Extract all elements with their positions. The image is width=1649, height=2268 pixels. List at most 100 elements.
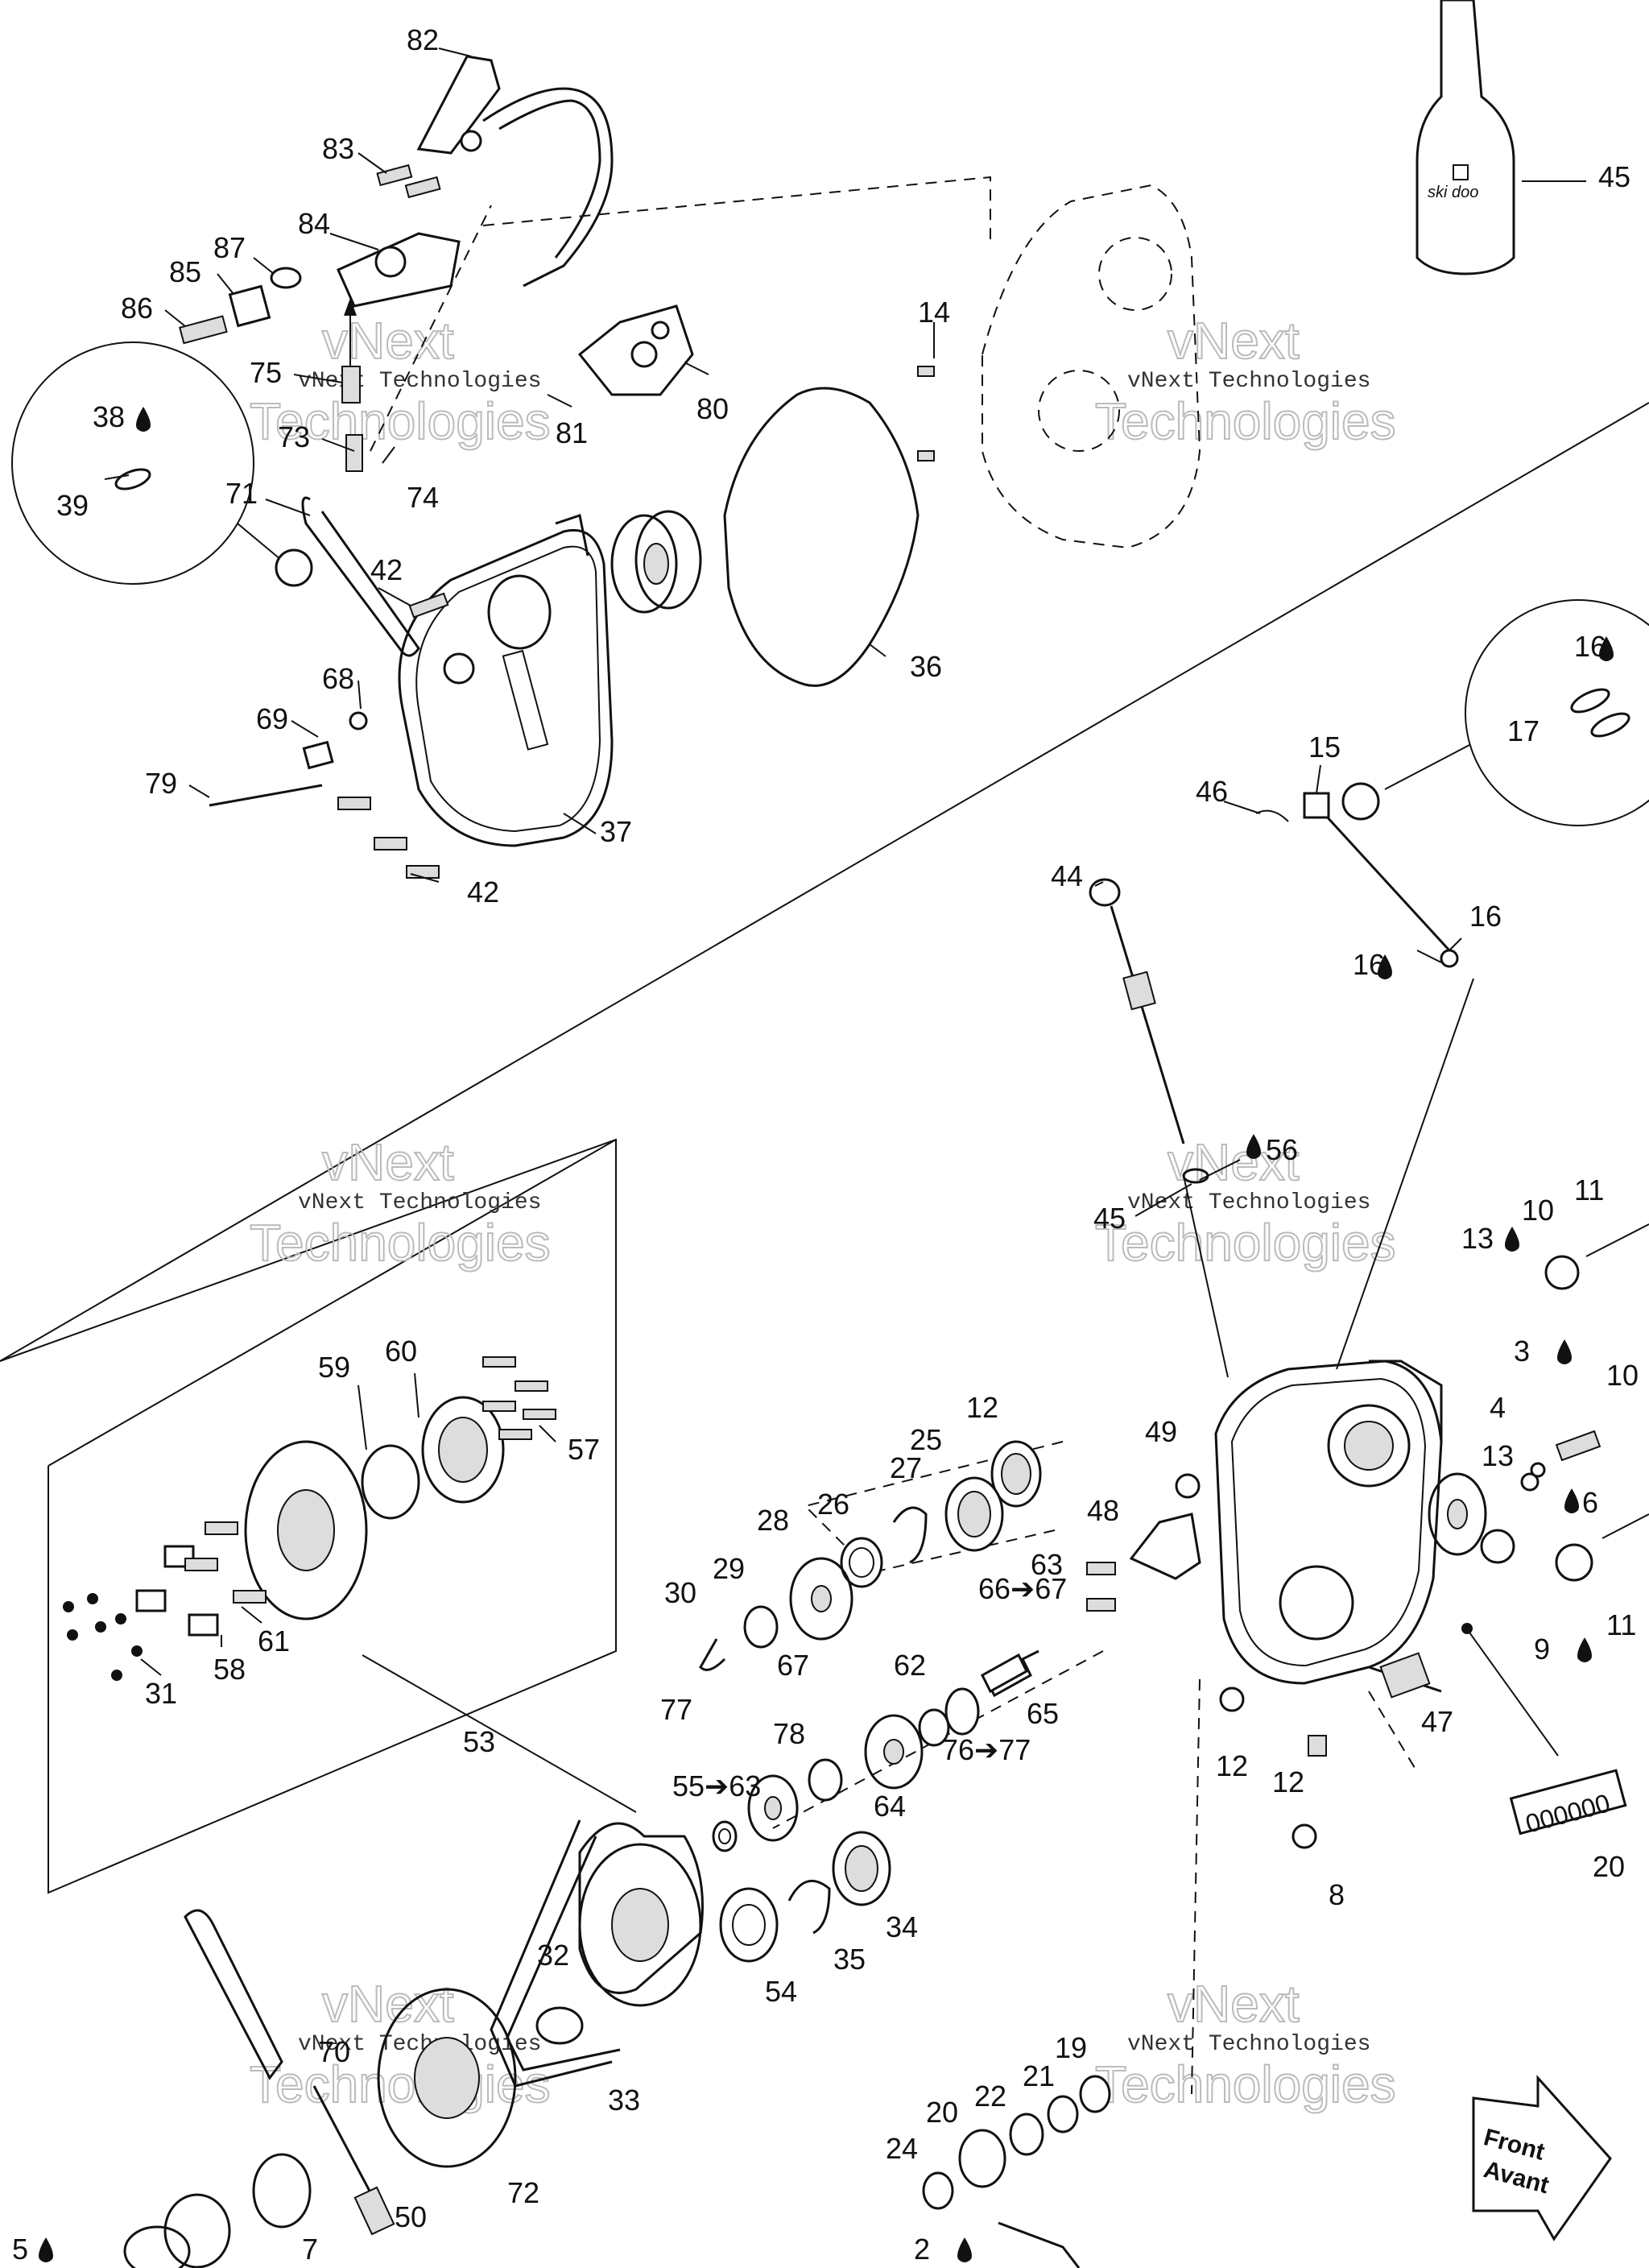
svg-text:Technologies: Technologies: [250, 2055, 551, 2113]
chaincase-housing-dashed: [982, 184, 1201, 549]
callout-31: 30: [664, 1576, 696, 1609]
callout-34: 35: [833, 1943, 866, 1976]
callout-22: 20: [926, 2096, 958, 2129]
callout-4: 13: [1482, 1439, 1514, 1472]
watermark-top-right: vNext Technologies vNext Technologies: [1094, 311, 1397, 451]
callout-16b: 16: [1469, 900, 1502, 933]
watermark-bottom-right: vNext Technologies vNext Technologies: [1094, 1974, 1397, 2114]
callout-74: 74: [407, 481, 439, 514]
callout-49: 48: [1087, 1494, 1119, 1527]
callout-62: 65: [1027, 1697, 1059, 1730]
callout-8: 20: [1593, 1850, 1625, 1883]
svg-text:vNext: vNext: [1168, 312, 1300, 370]
dipstick: [1089, 878, 1209, 1184]
callout-46: 46: [1196, 775, 1228, 808]
svg-text:vNext: vNext: [1168, 1975, 1300, 2033]
front-arrow: Front Avant: [1472, 2075, 1612, 2241]
callout-45-drop: 56: [1246, 1133, 1298, 1166]
brake-pedal: [416, 55, 614, 288]
callout-77: 78: [773, 1717, 805, 1750]
callout-64: 55➔63: [672, 1769, 761, 1802]
watermark-mid-left: vNext Technologies vNext Technologies: [249, 1132, 552, 1273]
callout-24-drop: 2: [914, 2233, 972, 2266]
sprocket-right: [1428, 1472, 1487, 1556]
leader-lines: [104, 48, 1586, 1676]
sprocket-upper: [610, 510, 702, 614]
callout-58: 61: [258, 1624, 290, 1658]
callout-3: 10: [1606, 1359, 1639, 1392]
svg-text:Technologies: Technologies: [250, 392, 551, 450]
callout-16-drop-top: 16: [1574, 630, 1614, 663]
callout-38-drop: 38: [93, 400, 151, 433]
mount-nuts: [1175, 1473, 1431, 1849]
callout-71: 71: [225, 477, 258, 510]
svg-text:5: 5: [12, 2233, 28, 2266]
callout-59: 60: [385, 1335, 417, 1368]
callout-83: 83: [322, 132, 354, 165]
callout-36: 36: [910, 650, 942, 683]
gear-stack-lower: [712, 1687, 980, 1852]
callout-10b: 4: [1490, 1391, 1506, 1424]
callout-13-drop-a: 3: [1514, 1335, 1572, 1368]
watermark-mid-right: vNext Technologies vNext Technologies: [1094, 1132, 1397, 1273]
callout-50: 7: [302, 2233, 318, 2266]
gasket-chain: 000000: [1461, 1623, 1627, 1839]
callout-37: 37: [600, 815, 632, 848]
callout-35: 32: [537, 1939, 569, 1972]
callout-87: 87: [213, 231, 246, 264]
callout-85: 85: [169, 255, 201, 288]
callout-63: 66➔67: [978, 1572, 1067, 1605]
callout-82: 82: [407, 23, 439, 56]
callout-81: 81: [556, 416, 588, 449]
callout-43: 44: [1051, 859, 1083, 892]
watermark-top-left: vNext Technologies vNext Technologies: [249, 311, 552, 451]
svg-text:38: 38: [93, 400, 125, 433]
shaft-hardware-right: [1480, 1223, 1649, 1582]
callout-10a: 11: [1574, 1173, 1604, 1206]
divider-box-link: [362, 1654, 637, 1813]
callout-15: 15: [1308, 730, 1341, 764]
gear-29: [789, 1557, 853, 1641]
callout-45-bottle: 45: [1598, 160, 1630, 193]
callout-5: 10: [1522, 1194, 1554, 1227]
svg-text:vNext Technologies: vNext Technologies: [1127, 1190, 1370, 1215]
svg-text:13: 13: [1461, 1222, 1494, 1255]
bearings-row: [840, 1440, 1042, 1588]
lower-bearing-stack: [922, 2075, 1111, 2268]
callout-79: 79: [145, 767, 177, 800]
divider-line-lower: [48, 1139, 617, 1467]
bearing-54: [719, 1831, 891, 1963]
callout-20b: 24: [886, 2132, 918, 2165]
callout-42a: 42: [370, 553, 403, 586]
callout-19: 21: [1023, 2059, 1055, 2092]
callout-48: 63: [1031, 1548, 1063, 1581]
callout-60: 57: [568, 1433, 600, 1466]
callout-72: 70: [318, 2035, 350, 2068]
chain-and-sprocket: [490, 1819, 704, 2088]
dashed-guide-lines-right: [1183, 978, 1474, 1378]
callout-7-drop: 5: [12, 2233, 53, 2266]
callout-84: 84: [298, 207, 330, 240]
dowel-pins: [917, 366, 935, 461]
shaft-62: [981, 1649, 1039, 1698]
callout-26: 27: [890, 1451, 922, 1484]
callout-33: 72: [507, 2176, 539, 2209]
callout-17: 17: [1507, 714, 1539, 747]
oil-bottle: ski doo: [1415, 0, 1515, 275]
callout-70: 50: [395, 2200, 427, 2233]
callout-78: 64: [874, 1790, 906, 1823]
callout-73: 73: [278, 420, 310, 453]
o-ring-gasket: [723, 387, 920, 687]
callout-75: 75: [250, 356, 282, 389]
callout-12a: 49: [1145, 1415, 1177, 1448]
sprocket-33: [377, 1988, 517, 2168]
lever-arm: [337, 232, 461, 308]
svg-text:Technologies: Technologies: [250, 1214, 551, 1272]
callout-11-drop-a: 13: [1461, 1222, 1519, 1255]
brake-caliper-bracket: [1086, 1513, 1201, 1612]
callout-55-63: 53: [463, 1725, 495, 1758]
svg-text:6: 6: [1582, 1486, 1598, 1519]
svg-text:56: 56: [1266, 1133, 1298, 1166]
callout-labels: 82 83 84 87 85 86 75 73 74 71 42 68 69 7…: [12, 23, 1639, 2266]
